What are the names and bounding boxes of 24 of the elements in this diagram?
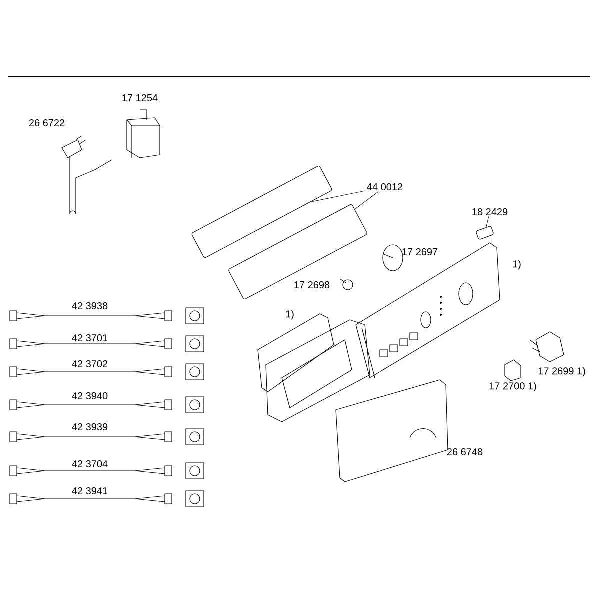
part-number: 42 3939 [72, 423, 108, 431]
control-module-drawing [192, 166, 332, 258]
leader-line [486, 216, 490, 228]
part-number: 17 1254 [122, 94, 158, 102]
part-number: 44 0012 [367, 183, 403, 191]
part-number: 42 3701 [72, 334, 108, 342]
part-number: 26 6748 [447, 448, 483, 456]
part-number: 42 3941 [72, 487, 108, 495]
part-number: 18 2429 [472, 208, 508, 216]
part-number: 17 2698 [294, 281, 330, 289]
part-number: 17 2700 1) [490, 382, 536, 392]
leader-line [354, 192, 379, 210]
part-number: 17 2699 1) [538, 367, 586, 377]
bracket-drawing [476, 226, 494, 240]
note-mark: 1) [513, 260, 521, 270]
part-number: 42 3704 [72, 460, 108, 468]
part-number: 26 6722 [29, 119, 65, 127]
part-number: 42 3940 [72, 392, 108, 400]
note-mark: 1) [286, 310, 294, 320]
leader-line [311, 190, 366, 202]
part-number: 17 2697 [402, 248, 438, 256]
part-number: 42 3702 [72, 360, 108, 368]
circuit-board-drawing [228, 204, 368, 300]
part-number: 42 3938 [72, 302, 108, 310]
